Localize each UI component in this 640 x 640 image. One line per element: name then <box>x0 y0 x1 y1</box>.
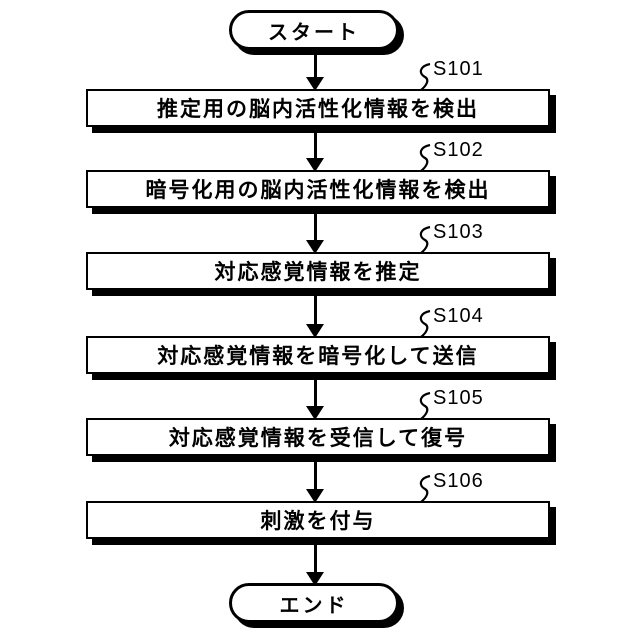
process-box: 推定用の脳内活性化情報を検出 <box>86 89 550 127</box>
process-box-label: 刺激を付与 <box>260 510 376 533</box>
flow-arrow <box>306 539 325 586</box>
arrow-shaft <box>314 374 317 408</box>
step-id-label: S106 <box>416 470 484 503</box>
process-box: 暗号化用の脳内活性化情報を検出 <box>86 170 550 208</box>
flow-arrow <box>306 456 325 503</box>
arrowhead-icon <box>306 572 324 586</box>
flow-arrow <box>306 208 325 254</box>
arrowhead-icon <box>306 158 324 172</box>
step-id-text: S102 <box>433 139 484 161</box>
step-id-text: S103 <box>433 221 484 243</box>
leader-line-icon <box>419 475 431 503</box>
step-id-text: S106 <box>433 470 484 492</box>
arrow-shaft <box>314 127 317 160</box>
leader-line-icon <box>419 226 431 254</box>
end-terminal: エンド <box>229 583 399 623</box>
process-box-label: 対応感覚情報を推定 <box>214 261 422 284</box>
leader-line-icon <box>419 144 431 172</box>
flow-arrow <box>306 127 325 172</box>
process-box-label: 対応感覚情報を受信して復号 <box>168 427 468 450</box>
process-box: 対応感覚情報を推定 <box>86 252 550 290</box>
arrow-shaft <box>314 208 317 242</box>
end-terminal-label: エンド <box>279 594 349 617</box>
leader-line-icon <box>419 310 431 338</box>
process-box: 対応感覚情報を受信して復号 <box>86 418 550 456</box>
process-box: 刺激を付与 <box>86 501 550 539</box>
arrow-shaft <box>314 49 317 79</box>
step-id-text: S101 <box>433 58 484 80</box>
leader-line-icon <box>419 63 431 91</box>
flow-arrow <box>306 290 325 338</box>
process-box-label: 推定用の脳内活性化情報を検出 <box>157 98 479 121</box>
arrow-shaft <box>314 290 317 326</box>
start-terminal-label: スタート <box>268 21 360 44</box>
arrow-shaft <box>314 456 317 491</box>
arrowhead-icon <box>306 406 324 420</box>
process-box-label: 暗号化用の脳内活性化情報を検出 <box>145 179 491 202</box>
flow-arrow <box>306 374 325 420</box>
arrowhead-icon <box>306 77 324 91</box>
flow-arrow <box>306 49 325 91</box>
step-id-label: S105 <box>416 387 484 420</box>
step-id-label: S104 <box>416 305 484 338</box>
step-id-label: S102 <box>416 139 484 172</box>
arrowhead-icon <box>306 240 324 254</box>
step-id-text: S105 <box>433 387 484 409</box>
step-id-label: S103 <box>416 221 484 254</box>
start-terminal: スタート <box>229 10 399 50</box>
process-box: 対応感覚情報を暗号化して送信 <box>86 336 550 374</box>
arrowhead-icon <box>306 489 324 503</box>
arrow-shaft <box>314 539 317 574</box>
step-id-label: S101 <box>416 58 484 91</box>
leader-line-icon <box>419 392 431 420</box>
arrowhead-icon <box>306 324 324 338</box>
process-box-label: 対応感覚情報を暗号化して送信 <box>157 345 479 368</box>
step-id-text: S104 <box>433 305 484 327</box>
